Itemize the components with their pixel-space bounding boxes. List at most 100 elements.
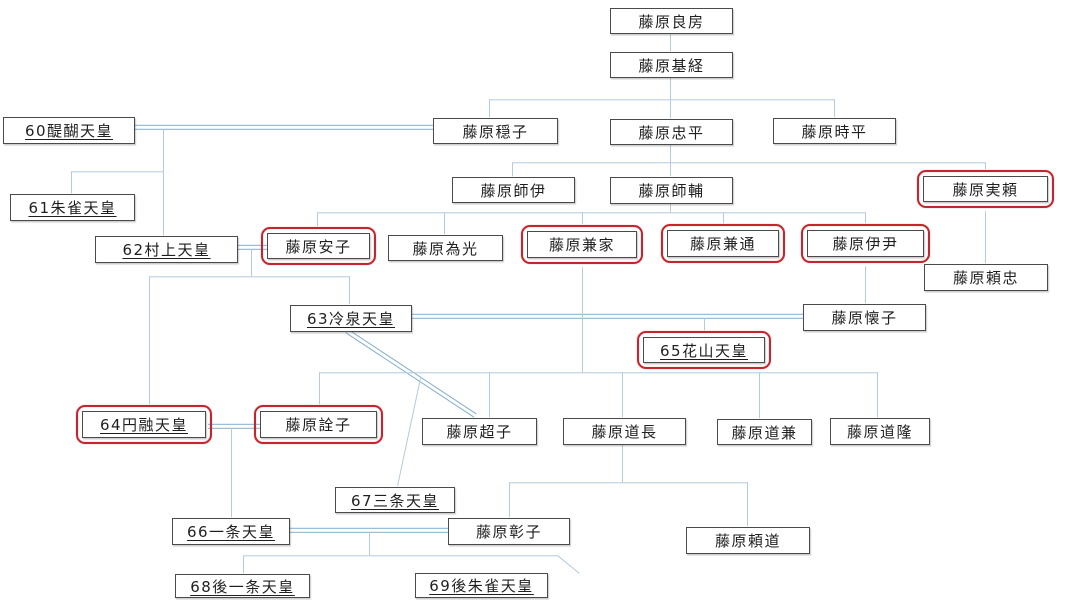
node-fujiwara-tokihira: 藤原時平 (773, 118, 896, 144)
connector-line-30 (703, 318, 705, 331)
node-emperor-64-enyu: 64円融天皇 (82, 411, 206, 438)
node-fujiwara-yoritada: 藤原頼忠 (924, 264, 1048, 291)
node-fujiwara-yoritada-label: 藤原頼忠 (952, 269, 1019, 287)
node-fujiwara-tokihira-label: 藤原時平 (801, 122, 868, 141)
node-fujiwara-shoshi-label: 藤原彰子 (475, 523, 542, 541)
connector-line-11 (513, 162, 986, 164)
connector-line-20 (722, 212, 724, 224)
node-fujiwara-yorimichi-label: 藤原頼道 (714, 532, 781, 550)
node-emperor-65-kazan-highlight-ring: 65花山天皇 (637, 331, 771, 369)
connector-line-38 (758, 372, 760, 419)
node-fujiwara-yorimichi: 藤原頼道 (686, 527, 810, 554)
node-fujiwara-anshi-highlight-ring: 藤原安子 (261, 227, 376, 265)
node-fujiwara-mototsune: 藤原基経 (610, 52, 733, 78)
connector-line-8 (72, 171, 164, 173)
node-fujiwara-mototsune-label: 藤原基経 (638, 56, 705, 75)
node-emperor-66-ichijo-label: 66一条天皇 (186, 523, 276, 541)
node-fujiwara-morosuke-label: 藤原師輔 (638, 182, 705, 200)
connector-line-25 (150, 276, 350, 278)
connector-line-42 (621, 444, 623, 483)
node-fujiwara-michinaga-label: 藤原道長 (591, 423, 658, 441)
connector-line-15 (669, 203, 671, 213)
connector-line-48 (244, 555, 558, 557)
connector-line-49 (242, 555, 244, 574)
connector-line-28 (864, 266, 866, 304)
node-fujiwara-moroi-label: 藤原師伊 (480, 181, 547, 200)
node-fujiwara-michikane-label: 藤原道兼 (731, 423, 798, 442)
connector-line-19 (581, 212, 583, 225)
connector-line-27 (148, 276, 150, 405)
connector-line-33 (581, 267, 583, 373)
node-fujiwara-tamemitsu-label: 藤原為光 (412, 239, 479, 258)
node-fujiwara-koretada: 藤原伊尹 (807, 230, 924, 257)
node-emperor-69-gosuzaku-label: 69後朱雀天皇 (429, 577, 534, 595)
node-fujiwara-kanemichi-label: 藤原兼通 (689, 235, 756, 253)
node-fujiwara-michikane: 藤原道兼 (717, 419, 812, 445)
connector-line-24 (250, 249, 252, 277)
node-emperor-64-enyu-highlight-ring: 64円融天皇 (76, 405, 212, 444)
node-fujiwara-onshi: 藤原穏子 (433, 118, 558, 144)
node-fujiwara-saneyori: 藤原実頼 (923, 176, 1048, 202)
connector-line-26 (348, 276, 350, 305)
node-fujiwara-anshi: 藤原安子 (267, 233, 370, 259)
node-fujiwara-senshi-label: 藤原詮子 (285, 416, 352, 434)
connector-line-10 (669, 144, 671, 163)
connector-line-47 (368, 532, 370, 556)
node-emperor-61-suzaku-label: 61朱雀天皇 (28, 199, 117, 217)
node-fujiwara-tadahira-label: 藤原忠平 (638, 123, 705, 142)
node-fujiwara-kaneie: 藤原兼家 (527, 231, 637, 258)
node-fujiwara-saneyori-highlight-ring: 藤原実頼 (917, 170, 1054, 208)
connector-line-18 (443, 212, 445, 235)
connector-line-12 (511, 162, 513, 177)
node-emperor-67-sanjo: 67三条天皇 (335, 487, 455, 513)
node-fujiwara-kaneie-label: 藤原兼家 (548, 236, 615, 254)
connector-line-34 (320, 372, 878, 374)
node-emperor-60-daigo-label: 60醍醐天皇 (24, 122, 114, 140)
connector-line-37 (621, 372, 623, 418)
node-fujiwara-senshi: 藤原詮子 (260, 411, 377, 438)
connector-line-1 (669, 77, 671, 100)
node-emperor-63-reizei: 63冷泉天皇 (290, 305, 412, 332)
node-fujiwara-kaishi-label: 藤原懐子 (831, 309, 898, 327)
node-fujiwara-shoshi: 藤原彰子 (448, 518, 570, 545)
connector-line-41 (230, 428, 232, 518)
connector-line-4 (669, 99, 671, 119)
connector-line-22 (984, 211, 986, 264)
node-fujiwara-choshi-label: 藤原超子 (446, 423, 513, 441)
node-fujiwara-saneyori-label: 藤原実頼 (952, 180, 1019, 199)
node-emperor-61-suzaku: 61朱雀天皇 (10, 194, 135, 221)
node-emperor-62-murakami-label: 62村上天皇 (122, 241, 211, 259)
connector-line-45 (746, 482, 748, 527)
marriage-line-6 (135, 124, 433, 130)
node-fujiwara-michinaga: 藤原道長 (563, 418, 686, 445)
connector-line-50 (557, 555, 580, 575)
connector-line-16 (318, 212, 866, 214)
connector-line-39 (876, 372, 878, 418)
node-fujiwara-yoshifusa-label: 藤原良房 (638, 12, 705, 31)
node-emperor-65-kazan: 65花山天皇 (643, 337, 765, 363)
node-emperor-60-daigo: 60醍醐天皇 (3, 117, 135, 144)
node-fujiwara-senshi-highlight-ring: 藤原詮子 (254, 405, 383, 444)
connector-line-44 (508, 482, 510, 518)
node-fujiwara-tadahira: 藤原忠平 (610, 119, 733, 145)
node-emperor-66-ichijo: 66一条天皇 (172, 518, 290, 545)
node-emperor-62-murakami: 62村上天皇 (95, 236, 238, 263)
connector-line-35 (318, 372, 320, 405)
connector-line-17 (316, 212, 318, 227)
connector-line-7 (162, 129, 164, 236)
node-fujiwara-tamemitsu: 藤原為光 (388, 235, 503, 261)
connector-line-9 (70, 171, 72, 194)
node-emperor-63-reizei-label: 63冷泉天皇 (306, 310, 396, 328)
node-emperor-68-goichijo-label: 68後一条天皇 (190, 577, 295, 596)
connector-line-13 (669, 162, 671, 177)
node-fujiwara-choshi: 藤原超子 (422, 418, 537, 445)
node-fujiwara-kanemichi-highlight-ring: 藤原兼通 (661, 224, 785, 263)
node-emperor-68-goichijo: 68後一条天皇 (175, 574, 310, 598)
connector-line-5 (833, 99, 835, 118)
node-fujiwara-koretada-highlight-ring: 藤原伊尹 (801, 224, 930, 263)
connector-line-14 (984, 162, 986, 170)
node-fujiwara-onshi-label: 藤原穏子 (462, 122, 529, 141)
node-fujiwara-kaneie-highlight-ring: 藤原兼家 (521, 225, 643, 264)
connector-line-21 (864, 212, 866, 224)
